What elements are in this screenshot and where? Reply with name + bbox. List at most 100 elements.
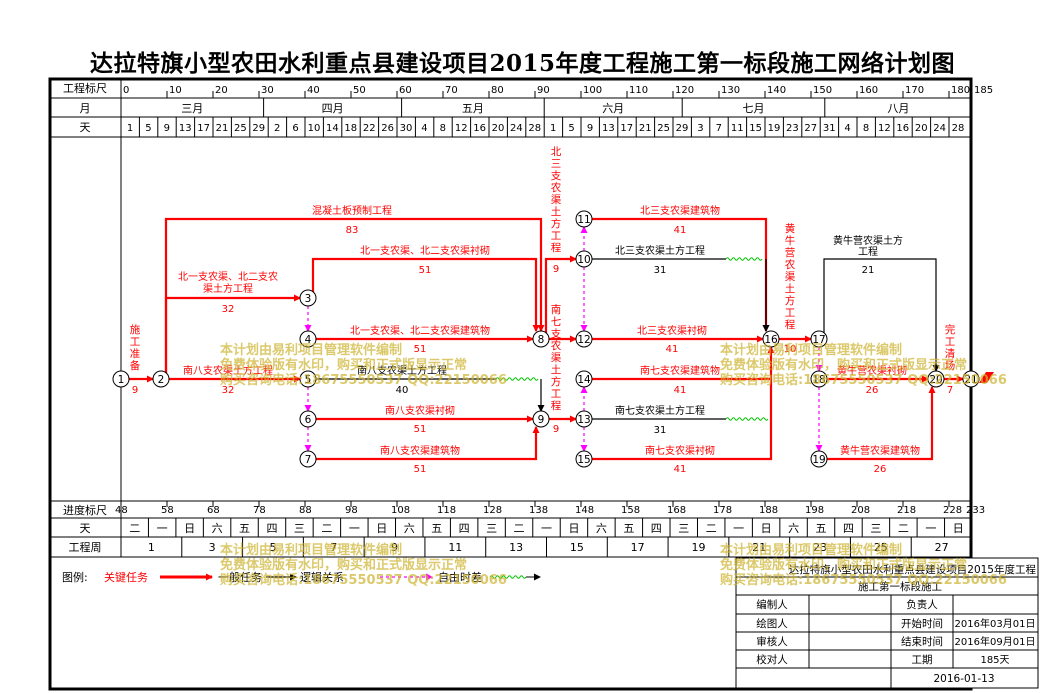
day-label: 1 xyxy=(127,123,133,134)
ruler-value: 140 xyxy=(767,85,786,96)
progress-value: 88 xyxy=(299,505,312,516)
progress-value: 218 xyxy=(897,505,916,516)
weekday-label: 一 xyxy=(733,522,744,535)
ruler-value: 130 xyxy=(721,85,740,96)
task-duration: 26 xyxy=(866,385,879,396)
weekday-label: 二 xyxy=(321,522,332,535)
node-20: 20 xyxy=(927,370,945,388)
ruler-value: 10 xyxy=(169,85,182,96)
task-duration: 21 xyxy=(862,265,875,276)
day-label: 20 xyxy=(492,123,505,134)
progress-value: 168 xyxy=(667,505,686,516)
progress-value: 48 xyxy=(115,505,128,516)
week-label: 17 xyxy=(631,541,645,554)
task-label: 南八支农渠土方工程 xyxy=(183,364,273,377)
node-circle xyxy=(575,410,593,428)
task-arrow xyxy=(164,294,301,374)
node-circle xyxy=(532,330,550,348)
vertical-char: 土 xyxy=(551,363,562,376)
node-number: 4 xyxy=(305,334,312,346)
vertical-char: 牛 xyxy=(785,234,796,247)
vertical-char: 渠 xyxy=(785,271,796,283)
weekday-label: 二 xyxy=(514,522,525,535)
task-duration: 10 xyxy=(784,344,797,355)
task-arrow xyxy=(316,426,540,461)
weekday-label: 五 xyxy=(431,522,442,535)
vertical-char: 程 xyxy=(551,242,562,254)
weekday-label: 一 xyxy=(541,522,552,535)
month-label: 三月 xyxy=(181,102,203,115)
end-flag xyxy=(979,372,994,383)
node-number: 18 xyxy=(812,374,825,386)
vertical-char: 农 xyxy=(785,258,796,271)
node-number: 12 xyxy=(577,334,590,346)
day-label: 31 xyxy=(823,123,836,134)
ruler-value: 170 xyxy=(905,85,924,96)
task-duration: 31 xyxy=(654,425,667,436)
task-duration: 40 xyxy=(396,385,409,396)
node-21: 21 xyxy=(962,370,980,388)
node-13: 13 xyxy=(575,410,593,428)
day-label: 24 xyxy=(510,123,523,134)
info-value: 2016年09月01日 xyxy=(955,635,1036,648)
month-row-label: 月 xyxy=(80,102,91,115)
node-12: 12 xyxy=(575,330,593,348)
day-label: 17 xyxy=(620,123,633,134)
day-label: 3 xyxy=(697,123,703,134)
day-label: 15 xyxy=(749,123,762,134)
week-label: 13 xyxy=(509,541,523,554)
weekday-label: 四 xyxy=(459,522,470,535)
progress-value: 178 xyxy=(713,505,732,516)
weekday-row-label: 天 xyxy=(80,522,91,535)
vertical-char: 支 xyxy=(551,170,562,182)
weekday-label: 六 xyxy=(596,522,607,535)
vertical-char: 南 xyxy=(551,303,562,316)
task-label: 南七支农渠建筑物 xyxy=(640,364,720,377)
free-float-line xyxy=(725,417,769,421)
progress-value: 68 xyxy=(207,505,220,516)
vertical-char: 农 xyxy=(551,181,562,194)
day-label: 9 xyxy=(164,123,170,134)
info-project: 达拉特旗小型农田水利重点县建设项目2015年度工程 xyxy=(789,563,1037,576)
day-label: 29 xyxy=(252,123,265,134)
task-arrow xyxy=(544,255,577,334)
week-label: 25 xyxy=(874,541,888,554)
day-label: 4 xyxy=(844,123,850,134)
task-label: 北三支农渠土方工程 xyxy=(551,146,562,254)
week-label: 7 xyxy=(330,541,337,554)
month-label: 四月 xyxy=(322,102,344,115)
node-number: 21 xyxy=(964,374,977,386)
task-label: 南八支农渠土方工程 xyxy=(357,364,447,377)
node-number: 17 xyxy=(812,334,825,346)
task-arrow xyxy=(164,217,545,374)
day-label: 29 xyxy=(676,123,689,134)
ruler-value: 70 xyxy=(445,85,458,96)
node-circle xyxy=(299,370,317,388)
node-circle xyxy=(575,450,593,468)
node-number: 13 xyxy=(577,414,590,426)
weekday-label: 六 xyxy=(788,522,799,535)
vertical-char: 程 xyxy=(551,400,562,412)
task-duration: 32 xyxy=(222,304,235,315)
progress-value: 128 xyxy=(483,505,502,516)
node-number: 9 xyxy=(538,414,545,426)
day-label: 11 xyxy=(731,123,744,134)
node-circle xyxy=(299,450,317,468)
legend-float-label: 自由时差 xyxy=(438,570,482,584)
legend-logic-label: 逻辑关系 xyxy=(300,570,344,584)
node-18: 18 xyxy=(810,370,828,388)
info-key: 负责人 xyxy=(906,598,938,611)
vertical-char: 渠 xyxy=(551,352,562,364)
task-duration: 51 xyxy=(414,424,427,435)
ruler-value: 20 xyxy=(215,85,228,96)
vertical-char: 北 xyxy=(551,146,562,158)
progress-value: 98 xyxy=(345,505,358,516)
progress-value: 148 xyxy=(575,505,594,516)
task-label: 工程 xyxy=(858,246,878,258)
weekday-label: 日 xyxy=(568,522,579,535)
node-7: 7 xyxy=(299,450,317,468)
weekday-label: 四 xyxy=(843,522,854,535)
task-duration: 32 xyxy=(222,385,235,396)
vertical-char: 支 xyxy=(551,328,562,340)
